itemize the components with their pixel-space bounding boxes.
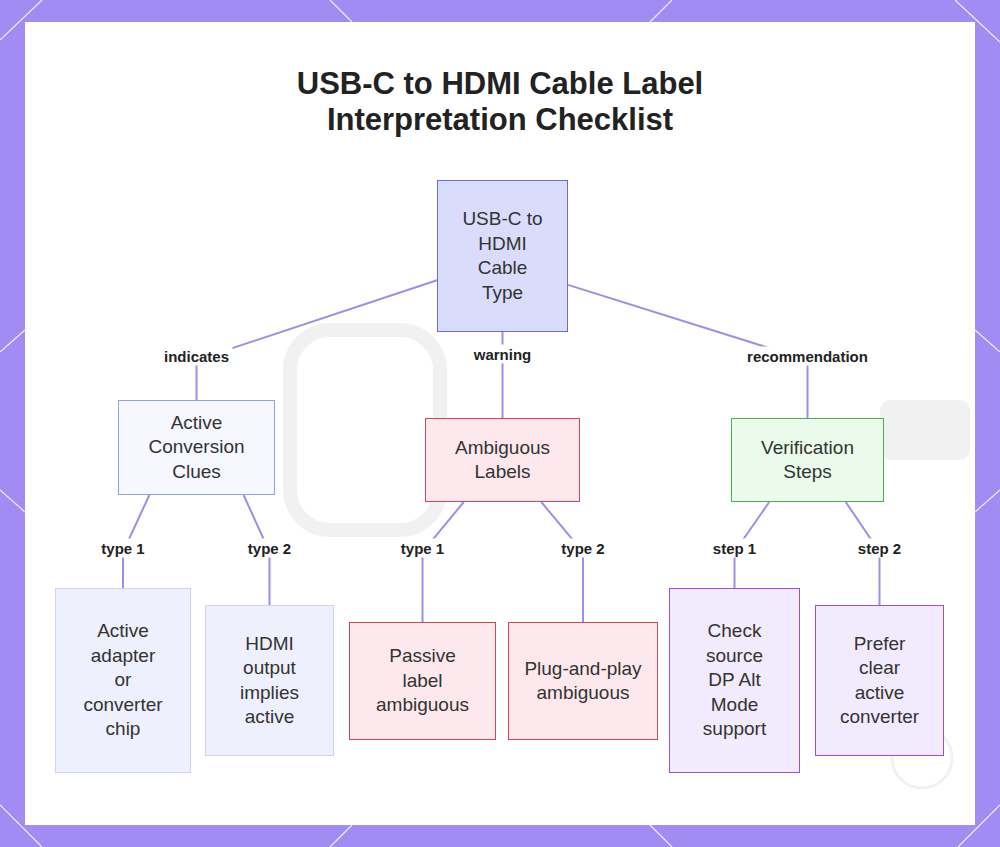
corner-line	[0, 490, 25, 512]
node-text: Active Conversion Clues	[144, 411, 249, 485]
edge-label: step 1	[710, 539, 759, 558]
step-box: Check source DP Alt Mode support	[669, 588, 800, 773]
edge-label: type 2	[245, 539, 294, 558]
node-text: HDMI output implies active	[228, 632, 311, 730]
corner-line	[650, 0, 672, 22]
faint-cable	[290, 330, 440, 530]
edge-label: indicates	[161, 347, 232, 366]
category-box: Active Conversion Clues	[118, 400, 275, 495]
diagram-title: USB-C to HDMI Cable Label Interpretation…	[250, 66, 750, 138]
corner-line	[650, 825, 672, 847]
node-text: Check source DP Alt Mode support	[695, 619, 774, 742]
faint-plug	[880, 400, 970, 460]
clue-box: Active adapter or converter chip	[55, 588, 191, 773]
corner-line	[330, 0, 352, 22]
node-text: USB-C to HDMI Cable Type	[458, 207, 547, 305]
node-text: Passive label ambiguous	[372, 644, 473, 718]
clue-box: HDMI output implies active	[205, 605, 334, 756]
step-box: Prefer clear active converter	[815, 605, 944, 756]
corner-line	[975, 330, 1000, 352]
node-text: Active adapter or converter chip	[81, 619, 165, 742]
corner-line	[975, 490, 1000, 512]
warning-box: Ambiguous Labels	[425, 418, 580, 502]
faint-illustration	[290, 330, 970, 788]
ambiguous-box: Plug-and-play ambiguous	[508, 622, 658, 740]
node-text: Plug-and-play ambiguous	[521, 657, 645, 706]
edge-label: recommendation	[744, 347, 871, 366]
connector-line	[423, 502, 464, 622]
corner-line	[0, 330, 25, 352]
recommendation-box: Verification Steps	[731, 418, 884, 502]
edge-label: warning	[471, 345, 535, 364]
edge-label: type 2	[558, 539, 607, 558]
edge-label: type 1	[398, 539, 447, 558]
node-text: Verification Steps	[752, 436, 863, 485]
corner-line	[330, 825, 352, 847]
white-panel	[25, 22, 975, 825]
edge-label: step 2	[855, 539, 904, 558]
root-box: USB-C to HDMI Cable Type	[437, 180, 568, 332]
ambiguous-box: Passive label ambiguous	[349, 622, 496, 740]
connector-line	[197, 280, 438, 400]
edge-label: type 1	[98, 539, 147, 558]
node-text: Prefer clear active converter	[838, 632, 921, 730]
connector-line	[541, 502, 583, 622]
node-text: Ambiguous Labels	[446, 436, 559, 485]
